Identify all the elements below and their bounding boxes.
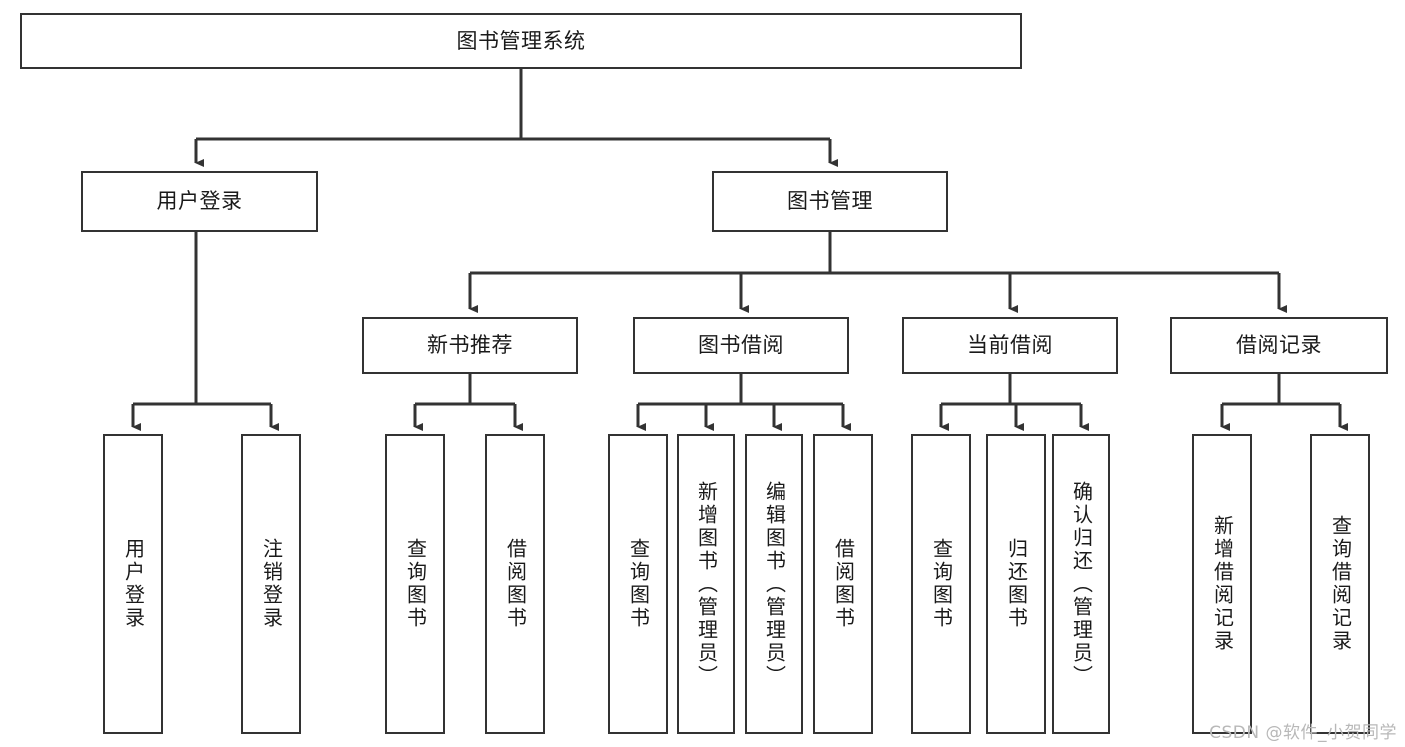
node-new-book-recommend-label: 新书推荐	[427, 333, 513, 358]
node-leaf-confirm-return-admin[interactable]: 确认归还（管理员）	[1052, 434, 1110, 734]
node-leaf-query-book-recommend-label: 查询图书	[403, 538, 428, 630]
node-leaf-user-login-label: 用户登录	[121, 538, 146, 630]
node-leaf-confirm-return-admin-label: 确认归还（管理员）	[1069, 480, 1094, 688]
node-leaf-query-book-borrow-label: 查询图书	[626, 538, 651, 630]
node-leaf-add-book-admin-label: 新增图书（管理员）	[694, 480, 719, 688]
node-leaf-borrow-book-recommend-label: 借阅图书	[503, 538, 528, 630]
node-book-management-label: 图书管理	[787, 189, 873, 214]
node-borrow-records[interactable]: 借阅记录	[1170, 317, 1388, 374]
node-book-borrow[interactable]: 图书借阅	[633, 317, 849, 374]
node-leaf-add-borrow-record-label: 新增借阅记录	[1210, 515, 1235, 653]
node-leaf-query-book-current[interactable]: 查询图书	[911, 434, 971, 734]
node-leaf-query-borrow-record-label: 查询借阅记录	[1328, 515, 1353, 653]
node-leaf-query-book-recommend[interactable]: 查询图书	[385, 434, 445, 734]
node-leaf-edit-book-admin-label: 编辑图书（管理员）	[762, 480, 787, 688]
node-user-login[interactable]: 用户登录	[81, 171, 318, 232]
node-leaf-borrow-book-recommend[interactable]: 借阅图书	[485, 434, 545, 734]
node-leaf-user-login[interactable]: 用户登录	[103, 434, 163, 734]
watermark-text: CSDN @软件_小贺同学	[1209, 723, 1397, 743]
node-leaf-user-logout[interactable]: 注销登录	[241, 434, 301, 734]
node-current-borrow[interactable]: 当前借阅	[902, 317, 1118, 374]
node-root-label: 图书管理系统	[456, 28, 586, 53]
node-leaf-query-book-borrow[interactable]: 查询图书	[608, 434, 668, 734]
node-leaf-add-borrow-record[interactable]: 新增借阅记录	[1192, 434, 1252, 734]
node-new-book-recommend[interactable]: 新书推荐	[362, 317, 578, 374]
node-user-login-label: 用户登录	[156, 189, 243, 214]
node-leaf-query-borrow-record[interactable]: 查询借阅记录	[1310, 434, 1370, 734]
node-current-borrow-label: 当前借阅	[967, 333, 1053, 358]
node-root[interactable]: 图书管理系统	[20, 13, 1022, 69]
node-borrow-records-label: 借阅记录	[1236, 333, 1322, 358]
node-book-management[interactable]: 图书管理	[712, 171, 948, 232]
node-leaf-return-book-label: 归还图书	[1004, 538, 1029, 630]
node-leaf-borrow-book[interactable]: 借阅图书	[813, 434, 873, 734]
node-leaf-edit-book-admin[interactable]: 编辑图书（管理员）	[745, 434, 803, 734]
node-leaf-query-book-current-label: 查询图书	[929, 538, 954, 630]
node-leaf-add-book-admin[interactable]: 新增图书（管理员）	[677, 434, 735, 734]
node-book-borrow-label: 图书借阅	[698, 333, 784, 358]
node-leaf-return-book[interactable]: 归还图书	[986, 434, 1046, 734]
node-leaf-user-logout-label: 注销登录	[259, 538, 284, 630]
node-leaf-borrow-book-label: 借阅图书	[831, 538, 856, 630]
